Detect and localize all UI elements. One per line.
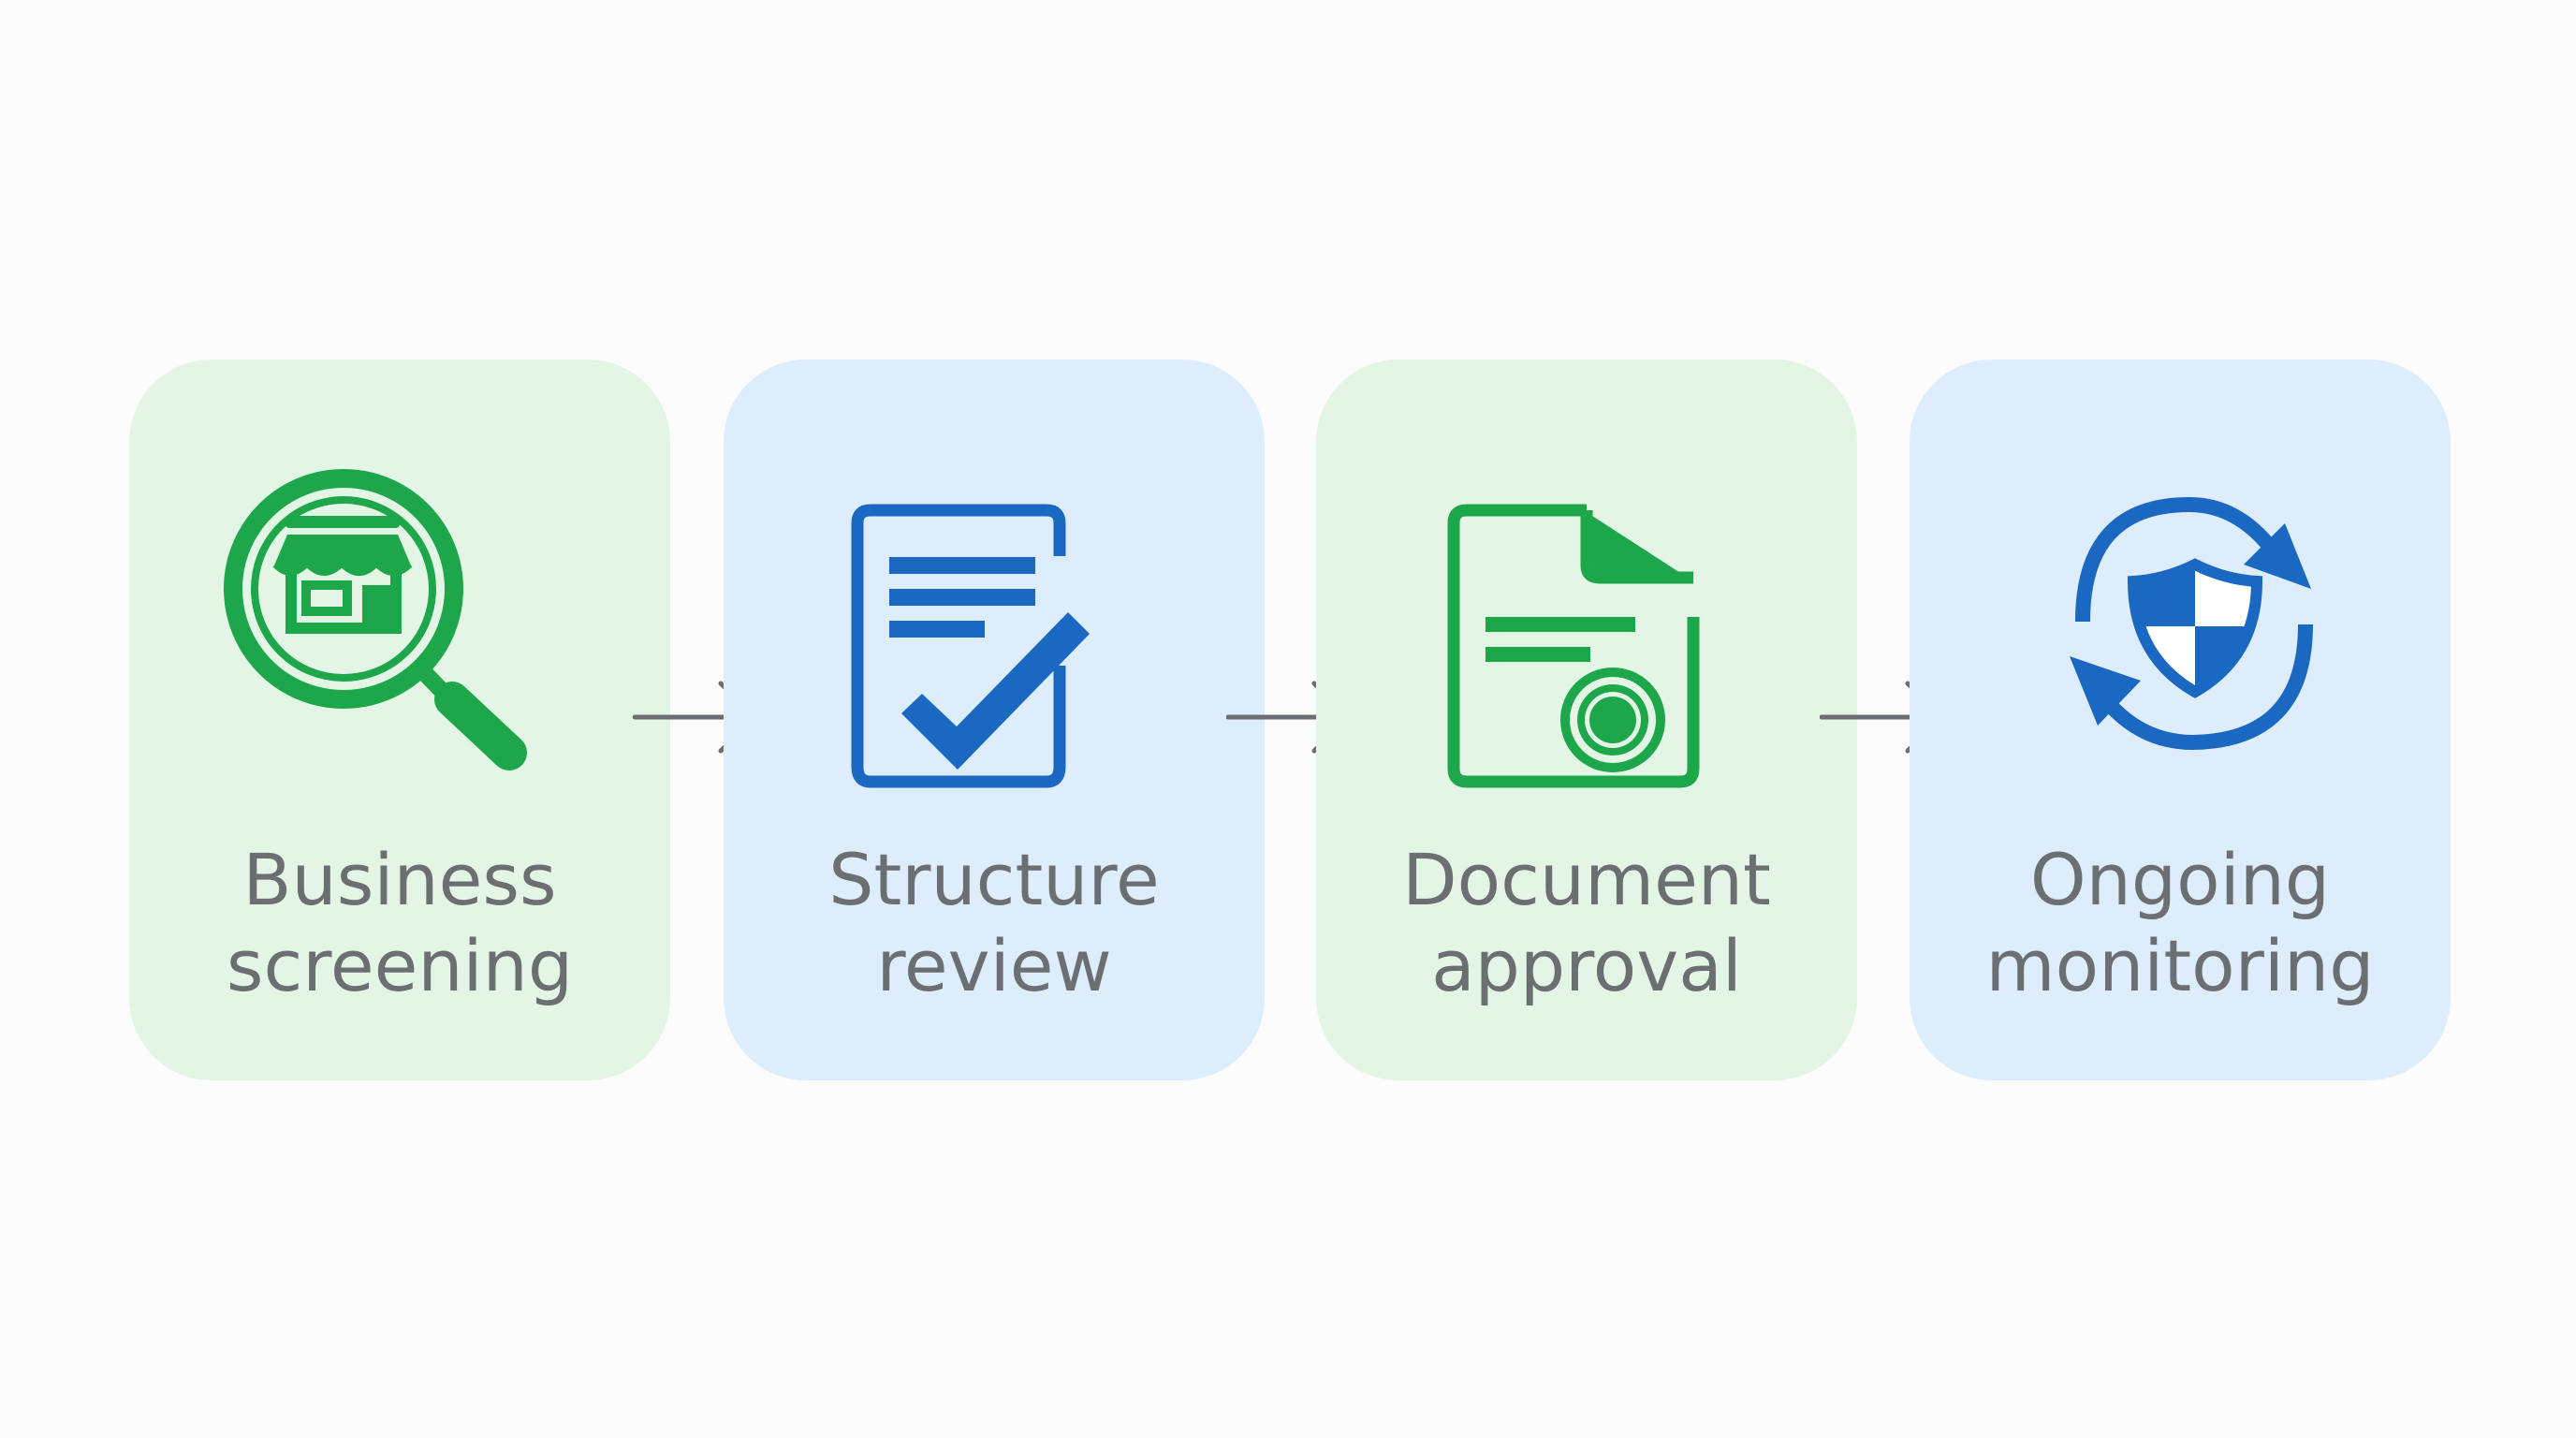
step-label-line: Document <box>1402 838 1771 921</box>
step-label: Structure review <box>724 837 1265 1009</box>
step-label-line: review <box>876 924 1112 1007</box>
step-label-line: screening <box>226 924 574 1007</box>
step-card-structure-review: Structure review <box>724 360 1265 1080</box>
step-label: Document approval <box>1316 837 1857 1009</box>
step-label-line: approval <box>1431 924 1742 1007</box>
step-label: Business screening <box>129 837 670 1009</box>
step-label-line: Ongoing <box>2029 838 2331 921</box>
shield-refresh-icon <box>2070 496 2313 751</box>
step-card-document-approval: Document approval <box>1316 360 1857 1080</box>
step-label-line: Structure <box>828 838 1160 921</box>
step-card-business-screening: Business screening <box>129 360 670 1080</box>
store-search-icon <box>224 469 527 770</box>
step-card-ongoing-monitoring: Ongoing monitoring <box>1910 360 2451 1080</box>
certificate-document-icon <box>1447 504 1700 788</box>
document-check-icon <box>851 504 1090 788</box>
step-label-line: Business <box>242 838 557 921</box>
step-label: Ongoing monitoring <box>1910 837 2451 1009</box>
step-label-line: monitoring <box>1985 924 2375 1007</box>
